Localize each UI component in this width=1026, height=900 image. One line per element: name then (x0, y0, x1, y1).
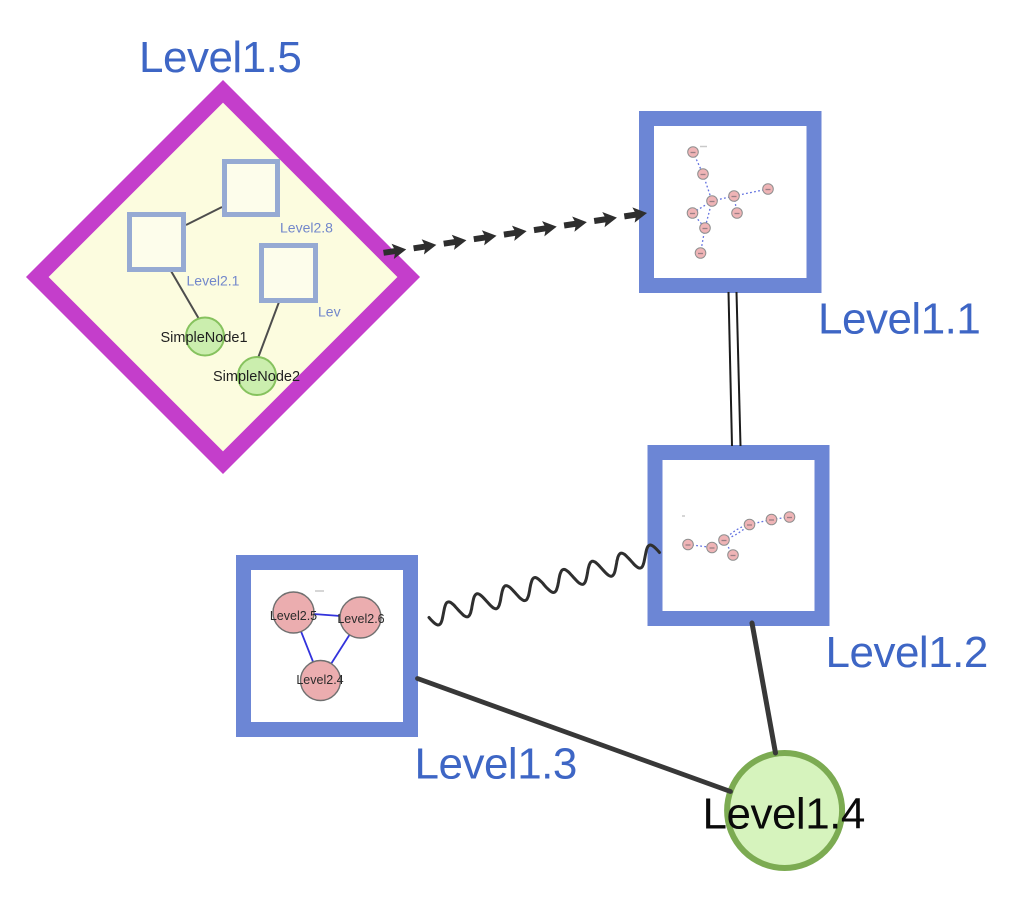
svg-text:Level2.1: Level2.1 (187, 273, 240, 289)
svg-text:Level2.4: Level2.4 (296, 673, 343, 687)
svg-text:SimpleNode2: SimpleNode2 (213, 369, 300, 385)
svg-text:Level2.6: Level2.6 (337, 612, 384, 626)
svg-text:Level2.5: Level2.5 (270, 609, 317, 623)
svg-text:Level1.1: Level1.1 (818, 295, 980, 344)
svg-text:Level1.5: Level1.5 (139, 33, 301, 82)
svg-text:Level1.2: Level1.2 (826, 628, 988, 677)
svg-text:Level1.4: Level1.4 (703, 790, 865, 839)
svg-text:SimpleNode1: SimpleNode1 (160, 330, 247, 346)
svg-text:Lev: Lev (318, 304, 341, 320)
svg-text:Level2.8: Level2.8 (280, 220, 333, 236)
svg-text:Level1.3: Level1.3 (415, 740, 577, 789)
